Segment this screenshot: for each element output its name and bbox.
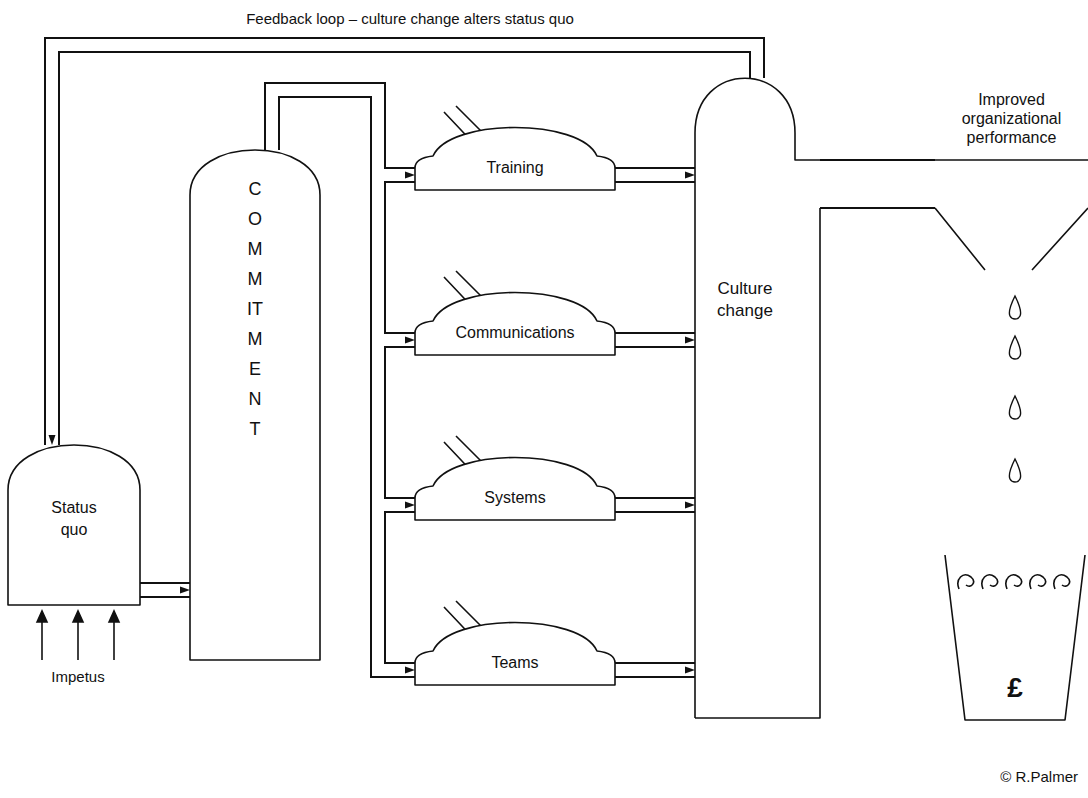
money-bucket: £ [945,555,1085,720]
outline [415,118,615,190]
outline-path [695,78,820,718]
commitment-column: COMMITMENT [190,150,320,660]
impetus-arrows [37,611,119,660]
node-text: Improved organizational performance [944,90,1079,147]
node-text: £ [1007,672,1023,704]
node-text: Culture change [695,278,795,322]
still-dome: Teams [415,613,615,685]
outline-path [8,445,140,605]
pipe-wall [52,45,757,445]
impetus-arrow [113,620,115,660]
pipe-connector [52,45,757,445]
outline [415,283,615,355]
outline [415,613,615,685]
outline-path [415,128,615,191]
pipe-connector [615,169,695,181]
pipe-connector [820,161,935,207]
outline-path [935,160,1088,270]
still-dome: Training [415,118,615,190]
node-text: COMMITMENT [246,174,264,444]
node-text: Teams [491,653,538,673]
arrow-head [109,611,119,622]
edge-label: Feedback loop – culture change alters st… [243,10,577,28]
impetus-arrow [41,620,43,660]
pipe-wall [820,159,935,209]
node-text: Training [486,158,543,178]
pipe-wall [615,167,695,183]
impetus-arrow [77,620,79,660]
outline-path [415,458,615,521]
outline-path [415,293,615,356]
node-text: Status quo [42,497,106,541]
node-text: Communications [455,323,574,343]
pipe-connector [615,664,695,676]
drop [1009,296,1021,319]
status-vessel: Status quo [8,445,140,605]
still-dome: Communications [415,283,615,355]
drops [1009,296,1021,482]
pipe-connector [140,584,190,596]
pipe-connector [615,499,695,511]
pipe-wall [615,662,695,678]
drop [1009,336,1021,359]
pipe-wall [615,497,695,513]
input-label: Impetus [51,668,104,686]
arrow-head [73,611,83,622]
node-text: Systems [484,488,545,508]
drop [1009,459,1021,482]
drop [1009,396,1021,419]
outline [415,448,615,520]
culture-column: Culture change [695,78,820,718]
pipe-wall [140,582,190,598]
arrow-head [37,611,47,622]
still-dome: Systems [415,448,615,520]
outline-path [945,555,1085,720]
outline [695,78,820,718]
pipe-connector [615,334,695,346]
outline-path [415,623,615,686]
outline-path [190,150,320,660]
pipe-wall [615,332,695,348]
copyright-note: © R.Palmer [1000,768,1078,786]
funnel: Improved organizational performance [935,86,1088,276]
